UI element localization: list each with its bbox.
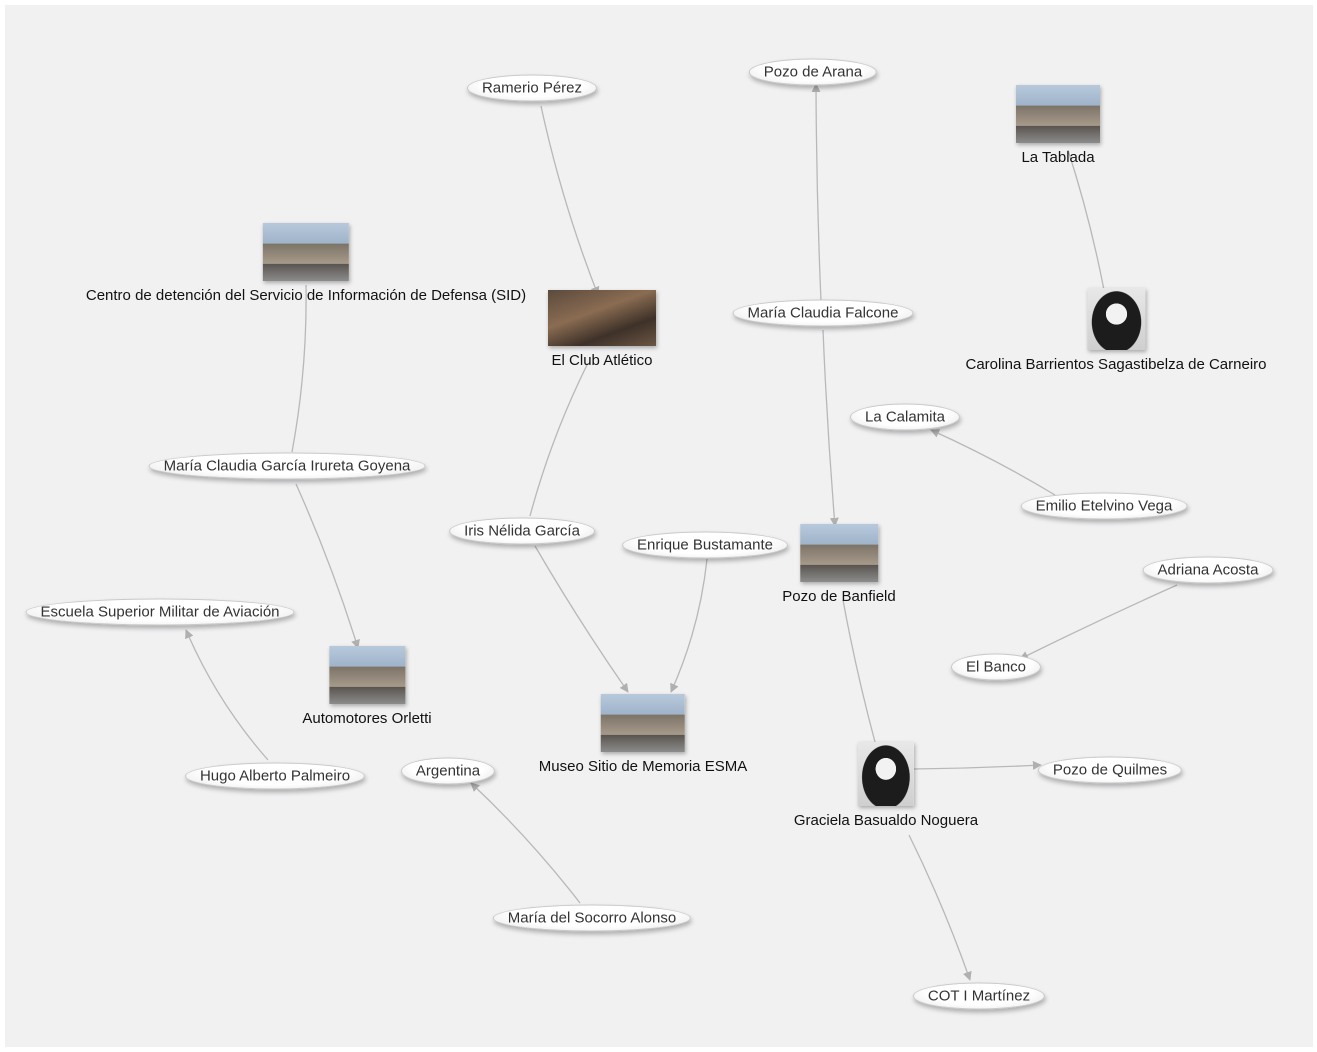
node-esma[interactable]: Museo Sitio de Memoria ESMA xyxy=(539,694,747,775)
node-ramerio[interactable]: Ramerio Pérez xyxy=(466,74,598,102)
node-escuela[interactable]: Escuela Superior Militar de Aviación xyxy=(25,598,295,626)
building-photo xyxy=(263,223,349,281)
node-label: El Club Atlético xyxy=(551,352,653,369)
building-photo xyxy=(329,646,405,704)
portrait-photo xyxy=(858,742,914,806)
edge-ramerio-club xyxy=(540,105,600,296)
edge-garcia-sid xyxy=(291,284,307,453)
edge-iris-club xyxy=(529,362,589,517)
site-photo xyxy=(548,290,656,346)
edge-emilio-calamita xyxy=(930,429,1056,496)
edge-graciela-cot xyxy=(908,834,972,981)
node-orletti[interactable]: Automotores Orletti xyxy=(302,646,432,727)
node-label: Museo Sitio de Memoria ESMA xyxy=(538,758,748,775)
node-socorro[interactable]: María del Socorro Alonso xyxy=(492,904,692,932)
node-emilio[interactable]: Emilio Etelvino Vega xyxy=(1020,492,1188,520)
edge-socorro-argentina xyxy=(470,782,581,904)
node-graciela[interactable]: Graciela Basualdo Noguera xyxy=(794,742,978,829)
node-quilmes[interactable]: Pozo de Quilmes xyxy=(1037,756,1183,784)
edge-graciela-banfield xyxy=(842,599,876,743)
edge-carolina-tablada xyxy=(1067,149,1105,291)
node-label: Centro de detención del Servicio de Info… xyxy=(85,287,527,304)
node-hugo[interactable]: Hugo Alberto Palmeiro xyxy=(184,762,366,790)
edge-garcia-orletti xyxy=(295,483,360,649)
node-adriana[interactable]: Adriana Acosta xyxy=(1142,556,1274,584)
portrait-photo xyxy=(1087,288,1145,350)
edge-falcone-banfield xyxy=(822,329,839,527)
edge-iris-esma xyxy=(534,545,629,693)
node-falcone[interactable]: María Claudia Falcone xyxy=(732,299,914,327)
node-label: Carolina Barrientos Sagastibelza de Carn… xyxy=(965,356,1267,373)
node-label: Graciela Basualdo Noguera xyxy=(793,812,979,829)
node-cot[interactable]: COT I Martínez xyxy=(912,982,1046,1010)
node-label: La Tablada xyxy=(1021,149,1095,166)
node-arana[interactable]: Pozo de Arana xyxy=(748,58,878,86)
node-banfield[interactable]: Pozo de Banfield xyxy=(782,524,896,605)
node-label: Automotores Orletti xyxy=(302,710,432,727)
node-club[interactable]: El Club Atlético xyxy=(548,290,656,369)
node-iris[interactable]: Iris Nélida García xyxy=(449,517,595,545)
building-photo xyxy=(799,524,878,582)
edge-graciela-quilmes xyxy=(913,760,1042,770)
node-argentina[interactable]: Argentina xyxy=(400,757,496,785)
edge-falcone-arana xyxy=(811,83,822,302)
node-banco[interactable]: El Banco xyxy=(950,653,1042,681)
node-enrique[interactable]: Enrique Bustamante xyxy=(622,531,788,559)
node-tablada[interactable]: La Tablada xyxy=(1016,85,1100,166)
edge-adriana-banco xyxy=(1019,584,1178,660)
edge-enrique-esma xyxy=(670,558,708,693)
node-sid[interactable]: Centro de detención del Servicio de Info… xyxy=(86,223,526,304)
node-carolina[interactable]: Carolina Barrientos Sagastibelza de Carn… xyxy=(966,288,1267,373)
node-label: Pozo de Banfield xyxy=(782,588,896,605)
node-calamita[interactable]: La Calamita xyxy=(849,403,961,431)
edge-hugo-escuela xyxy=(185,629,269,761)
building-photo xyxy=(1016,85,1100,143)
node-garcia[interactable]: María Claudia García Irureta Goyena xyxy=(148,452,426,480)
building-photo xyxy=(600,694,685,752)
edge-layer xyxy=(185,83,1178,981)
